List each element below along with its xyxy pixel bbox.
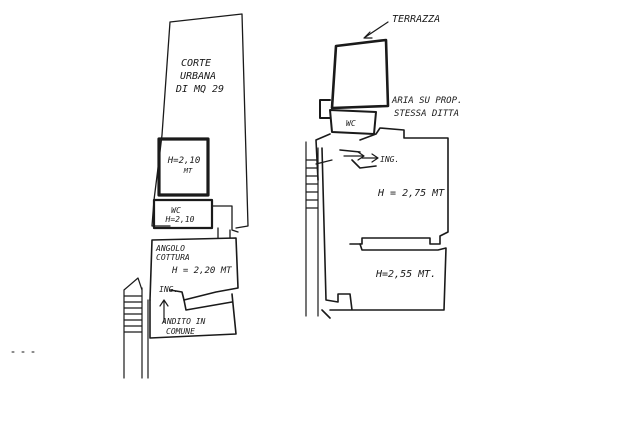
bedroom-height-unit: MT xyxy=(183,167,193,175)
andito-walls xyxy=(149,293,237,339)
corte-label-3: DI MQ 29 xyxy=(175,84,224,95)
kitchen-walls xyxy=(149,237,239,301)
terrace-pointer xyxy=(363,21,389,39)
corte-label-2: URBANA xyxy=(180,71,216,82)
left-entry-arrow xyxy=(159,299,169,323)
aria-label-1: ARIA SU PROP. xyxy=(391,96,462,106)
cottura-height: H = 2,20 MT xyxy=(171,266,232,276)
right-stair xyxy=(305,141,333,317)
left-stair xyxy=(123,277,149,379)
right-entry-arrow-1 xyxy=(343,151,365,161)
left-plan: CORTE URBANA DI MQ 29 H=2,10 MT WC H=2,1… xyxy=(123,13,249,379)
right-plan: TERRAZZA WC ARIA SU PROP. STESSA DITTA I… xyxy=(305,14,462,319)
aria-label-2: STESSA DITTA xyxy=(394,109,459,119)
cottura-label-1: ANGOLO xyxy=(155,244,185,253)
wc-right-label: WC xyxy=(346,119,356,128)
left-corridor xyxy=(211,205,239,239)
terrazza-label: TERRAZZA xyxy=(392,14,440,25)
lower-room-walls xyxy=(321,147,447,319)
lower-height-label: H=2,55 MT. xyxy=(375,269,436,280)
andito-label-2: COMUNE xyxy=(166,327,195,336)
cottura-label-2: COTTURA xyxy=(156,253,190,262)
bedroom-walls xyxy=(157,137,210,197)
right-entry-arrow-2 xyxy=(361,153,379,163)
upper-height-label: H = 2,75 MT xyxy=(377,188,445,199)
corte-label-1: CORTE xyxy=(181,58,211,69)
wc-left-height: H=2,10 xyxy=(165,215,195,224)
bedroom-height-label: H=2,10 xyxy=(167,156,201,166)
upper-room-walls xyxy=(315,127,449,245)
terrace-walls xyxy=(330,38,390,110)
left-ingresso-label: ING. xyxy=(159,285,178,294)
wc-left-walls xyxy=(152,198,214,230)
wc-right-walls xyxy=(319,99,377,135)
andito-label-1: ANDITO IN xyxy=(161,317,206,326)
wc-left-label: WC xyxy=(171,206,181,215)
right-ingresso-label: ING. xyxy=(380,155,399,164)
